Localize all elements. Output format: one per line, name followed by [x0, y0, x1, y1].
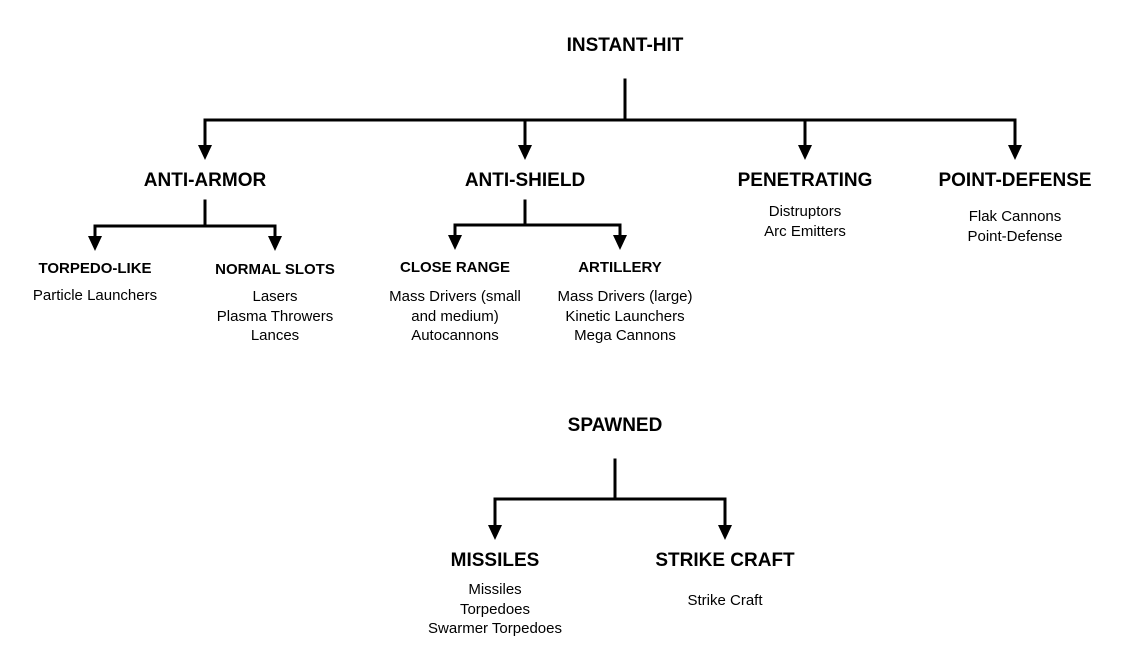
normal-slots-title: NORMAL SLOTS [215, 261, 335, 278]
instant-hit-title: INSTANT-HIT [566, 35, 684, 56]
arrow-down-icon [268, 236, 282, 251]
normal-slots-items: Lasers Plasma Throwers Lances [217, 287, 333, 346]
strike-craft-title: STRIKE CRAFT [655, 550, 795, 571]
anti-armor-title: ANTI-ARMOR [143, 170, 267, 191]
arrow-down-icon [718, 525, 732, 540]
missiles-items: Missiles Torpedoes Swarmer Torpedoes [428, 580, 562, 639]
penetrating-items: Distruptors Arc Emitters [764, 202, 846, 241]
close-range-items: Mass Drivers (small and medium) Autocann… [389, 287, 521, 346]
weapon-item: Strike Craft [687, 592, 763, 609]
weapon-item: Flak Cannons [968, 208, 1062, 225]
torpedo-like-title: TORPEDO-LIKE [38, 260, 152, 277]
torpedo-like-items: Particle Launchers [33, 286, 157, 306]
weapon-item: Point-Defense [967, 227, 1063, 245]
artillery-title: ARTILLERY [578, 259, 662, 276]
weapon-item: Missiles [468, 581, 522, 598]
point-defense-title: POINT-DEFENSE [938, 170, 1092, 191]
weapon-item: Torpedoes [459, 600, 531, 618]
arrow-down-icon [613, 235, 627, 250]
arrow-down-icon [448, 235, 462, 250]
weapon-item: Plasma Throwers [216, 307, 334, 325]
weapon-item: Distruptors [768, 203, 842, 220]
weapon-item: Lasers [252, 288, 298, 305]
arrow-down-icon [88, 236, 102, 251]
weapon-item: Mega Cannons [574, 327, 676, 344]
weapon-item: Arc Emitters [764, 222, 846, 240]
weapon-item: Lances [250, 327, 300, 344]
point-defense-items: Flak Cannons Point-Defense [967, 207, 1062, 246]
weapon-item: Swarmer Torpedoes [428, 620, 562, 637]
close-range-title: CLOSE RANGE [399, 259, 511, 276]
penetrating-title: PENETRATING [737, 170, 873, 191]
arrow-down-icon [1008, 145, 1022, 160]
weapon-item: Particle Launchers [32, 287, 158, 304]
spawned-title: SPAWNED [567, 415, 663, 436]
weapon-item: Kinetic Launchers [565, 307, 685, 325]
arrow-down-icon [798, 145, 812, 160]
weapon-item: Autocannons [411, 327, 499, 344]
weapon-item: Mass Drivers (small [389, 288, 521, 305]
arrow-down-icon [488, 525, 502, 540]
strike-craft-items: Strike Craft [687, 591, 762, 611]
artillery-items: Mass Drivers (large) Kinetic Launchers M… [557, 287, 692, 346]
weapon-item: Mass Drivers (large) [557, 288, 693, 305]
arrow-down-icon [518, 145, 532, 160]
missiles-title: MISSILES [450, 550, 540, 571]
anti-shield-title: ANTI-SHIELD [464, 170, 586, 191]
weapon-item: and medium) [411, 307, 499, 325]
arrow-down-icon [198, 145, 212, 160]
